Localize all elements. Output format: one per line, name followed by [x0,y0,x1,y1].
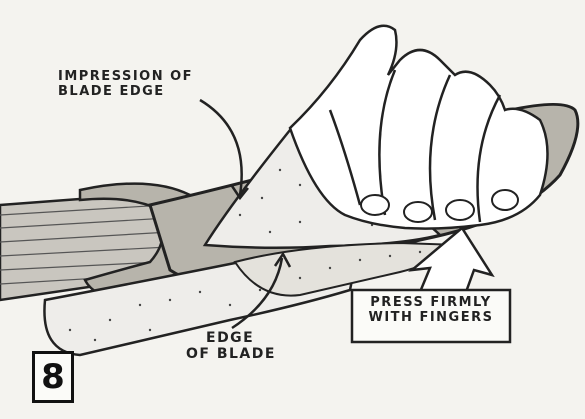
label-edge-of-blade: EDGE OF BLADE [186,330,276,362]
label-press-firmly: PRESS FIRMLY WITH FINGERS [355,296,507,338]
step-number: 8 [41,357,65,397]
label-line: IMPRESSION OF [58,70,193,85]
label-line: WITH FINGERS [355,311,507,326]
label-line: BLADE EDGE [58,85,193,100]
label-impression-of-blade-edge: IMPRESSION OF BLADE EDGE [58,70,193,100]
impression-leader [200,100,242,195]
label-line: EDGE [186,330,276,346]
label-line: OF BLADE [186,346,276,362]
label-line: PRESS FIRMLY [355,296,507,311]
step-number-badge: 8 [32,351,74,403]
